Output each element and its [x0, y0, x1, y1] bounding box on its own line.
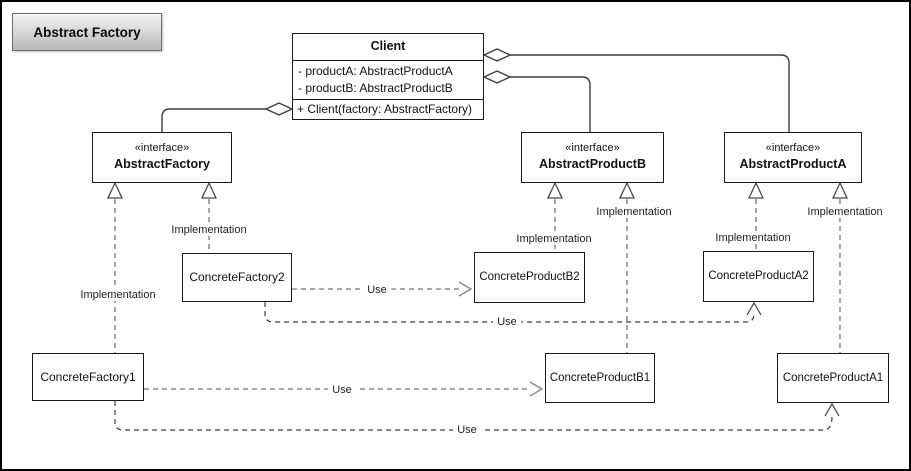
- abstractfactory-name: AbstractFactory: [114, 157, 210, 172]
- class-client-attributes: - productA: AbstractProductA - productB:…: [293, 61, 483, 100]
- triangle-abstractproducta-left: [747, 181, 765, 199]
- diagram-title: Abstract Factory: [33, 24, 141, 40]
- class-concreteproductb2[interactable]: ConcreteProductB2: [474, 252, 585, 303]
- triangle-abstractfactory-right: [200, 181, 218, 199]
- edge-label-use: Use: [493, 316, 521, 328]
- concreteproductb2-name: ConcreteProductB2: [479, 271, 580, 284]
- interface-abstractproducta[interactable]: «interface» AbstractProductA: [724, 132, 862, 183]
- edge-label-implementation: Implementation: [167, 224, 251, 236]
- class-client-name: Client: [293, 34, 483, 61]
- class-concretefactory1[interactable]: ConcreteFactory1: [32, 353, 144, 401]
- concretefactory1-name: ConcreteFactory1: [40, 369, 136, 384]
- class-concreteproductb1[interactable]: ConcreteProductB1: [545, 353, 655, 403]
- abstractproductb-name: AbstractProductB: [539, 157, 646, 172]
- use-arrowhead-concreteproductb1: [529, 381, 544, 397]
- interface-abstractfactory[interactable]: «interface» AbstractFactory: [92, 132, 232, 183]
- client-attribute-producta: - productA: AbstractProductA: [298, 64, 453, 78]
- class-concreteproducta2[interactable]: ConcreteProductA2: [703, 251, 814, 302]
- edge-label-implementation: Implementation: [512, 233, 596, 245]
- edge-label-implementation: Implementation: [803, 206, 887, 218]
- triangle-abstractproductb-right: [618, 181, 636, 199]
- concreteproducta2-name: ConcreteProductA2: [708, 270, 809, 283]
- use-arrowhead-concreteproducta1: [824, 402, 840, 417]
- class-concreteproducta1[interactable]: ConcreteProductA1: [777, 353, 889, 403]
- client-attribute-productb: - productB: AbstractProductB: [298, 81, 453, 95]
- aggregation-client-abstractfactory: [161, 102, 294, 132]
- edge-label-implementation: Implementation: [592, 206, 676, 218]
- concreteproducta1-name: ConcreteProductA1: [782, 371, 884, 384]
- aggregation-client-abstractproducta: [482, 48, 790, 132]
- use-concretefactory2-concreteproducta2: [264, 302, 755, 323]
- triangle-abstractproductb-left: [546, 181, 564, 199]
- concreteproductb1-name: ConcreteProductB1: [549, 371, 651, 384]
- edge-label-use: Use: [453, 424, 481, 436]
- class-client[interactable]: Client - productA: AbstractProductA - pr…: [292, 33, 484, 120]
- abstractproducta-name: AbstractProductA: [739, 157, 847, 172]
- interface-abstractproductb[interactable]: «interface» AbstractProductB: [521, 132, 664, 183]
- abstractproductb-stereotype: «interface»: [565, 142, 620, 155]
- use-arrowhead-concreteproducta2: [746, 301, 762, 316]
- concretefactory2-name: ConcreteFactory2: [189, 270, 285, 284]
- triangle-abstractproducta-right: [831, 181, 849, 199]
- edge-label-implementation: Implementation: [76, 289, 160, 301]
- client-method-constructor: + Client(factory: AbstractFactory): [297, 102, 473, 116]
- abstractproducta-stereotype: «interface»: [765, 142, 821, 155]
- aggregation-client-abstractproductb: [482, 70, 591, 132]
- abstractfactory-stereotype: «interface»: [134, 142, 190, 155]
- edge-label-implementation: Implementation: [711, 232, 795, 244]
- triangle-abstractfactory-left: [106, 181, 124, 199]
- use-arrowhead-concreteproductb2: [458, 281, 473, 297]
- edge-label-use: Use: [328, 384, 356, 396]
- edge-label-use: Use: [363, 284, 391, 296]
- class-concretefactory2[interactable]: ConcreteFactory2: [182, 253, 292, 302]
- diagram-title-box[interactable]: Abstract Factory: [12, 13, 162, 51]
